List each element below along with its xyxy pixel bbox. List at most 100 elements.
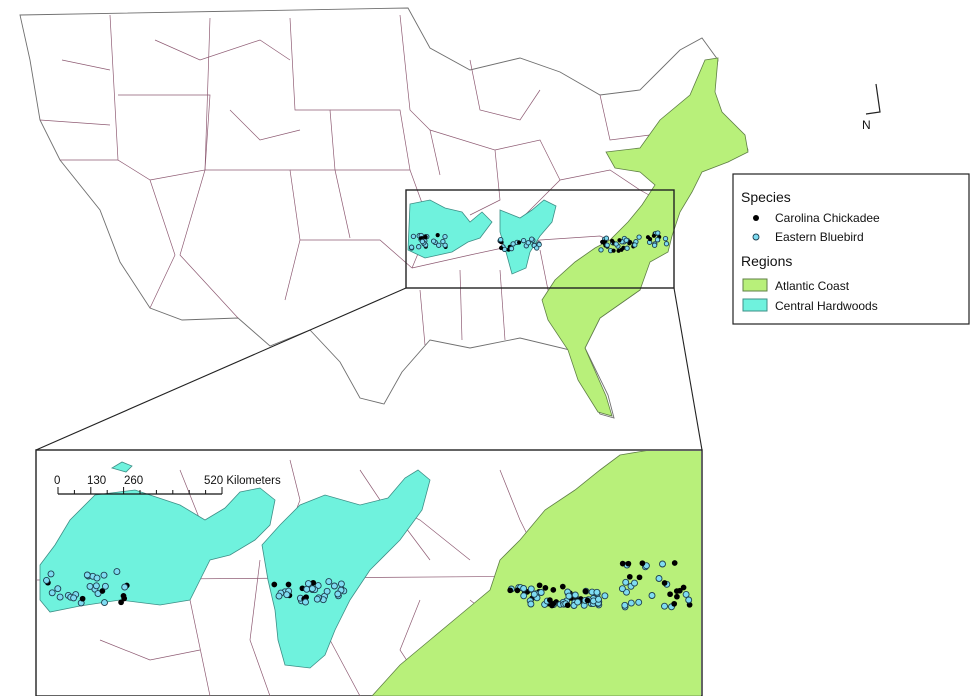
bluebird-point (565, 592, 573, 600)
bluebird-point (101, 599, 108, 607)
bluebird-point (622, 578, 630, 586)
north-arrow-icon: N (862, 83, 881, 132)
bluebird-point (419, 238, 426, 245)
legend-chickadee-label: Carolina Chickadee (775, 211, 880, 225)
bluebird-point (100, 571, 108, 579)
chickadee-point (517, 240, 522, 245)
chickadee-point (671, 560, 678, 566)
chickadee-point (120, 593, 127, 599)
inset-points (43, 560, 693, 611)
study-area-extent-box (405, 189, 675, 289)
bluebird-point (54, 585, 62, 593)
bluebird-point (663, 241, 670, 247)
bluebird-point (94, 590, 102, 598)
bluebird-point (442, 233, 448, 240)
bluebird-point (527, 585, 535, 593)
bluebird-point (530, 590, 538, 598)
bluebird-point (498, 236, 504, 243)
bluebird-point (520, 585, 528, 592)
bluebird-point (621, 601, 629, 609)
chickadee-point (514, 587, 521, 594)
chickadee-point (584, 597, 591, 604)
legend-bluebird-label: Eastern Bluebird (775, 230, 864, 244)
chickadee-point (680, 584, 687, 591)
bluebird-point (275, 592, 283, 600)
bluebird-point (430, 238, 437, 244)
legend-hardwoods-label: Central Hardwoods (775, 299, 878, 313)
bluebird-point (631, 579, 638, 587)
chickadee-point (118, 599, 124, 606)
chickadee-point (423, 234, 428, 240)
bluebird-point (308, 585, 316, 593)
bluebird-point (655, 575, 663, 582)
scale-bar: 0 130 260 520 Kilometers (54, 475, 281, 495)
callout-line-right (673, 287, 703, 451)
chickadee-point (648, 237, 653, 242)
us-overview-map (19, 7, 749, 419)
chickadee-point (542, 585, 549, 591)
bluebird-point (440, 238, 446, 245)
bluebird-point (416, 244, 422, 250)
region-atlantic-coast (541, 57, 749, 417)
bluebird-point (510, 241, 516, 247)
bluebird-point (603, 235, 610, 241)
bluebird-point (593, 588, 601, 596)
legend-atlantic-label: Atlantic Coast (775, 279, 850, 293)
scale-label-130: 130 (87, 475, 106, 487)
north-label: N (862, 118, 871, 132)
bluebird-point (655, 230, 661, 236)
bluebird-point (571, 591, 579, 599)
chickadee-point (611, 248, 616, 253)
chickadee-point (617, 238, 622, 243)
bluebird-point (325, 578, 333, 586)
bluebird-point (92, 582, 100, 590)
legend-bluebird-symbol (752, 233, 760, 241)
chickadee-point (271, 581, 278, 588)
bluebird-point (323, 587, 331, 595)
legend-atlantic-swatch (742, 278, 768, 292)
bluebird-point (83, 571, 91, 579)
chickadee-point (619, 247, 624, 252)
chickadee-point (559, 583, 566, 590)
chickadee-point (547, 597, 553, 603)
chickadee-point (636, 574, 643, 581)
bluebird-point (304, 580, 312, 588)
callout-line-left (35, 287, 407, 451)
legend-species-title: Species (741, 189, 791, 205)
bluebird-point (595, 595, 602, 603)
legend: Species Carolina Chickadee Eastern Blueb… (732, 173, 970, 325)
bluebird-point (648, 592, 656, 599)
bluebird-point (604, 242, 610, 248)
bluebird-point (508, 245, 515, 252)
bluebird-point (48, 589, 56, 597)
chickadee-point (285, 581, 292, 588)
bluebird-point (618, 585, 626, 593)
chickadee-point (651, 233, 656, 238)
chickadee-point (499, 245, 504, 251)
bluebird-point (121, 583, 129, 591)
bluebird-point (436, 242, 442, 248)
bluebird-point (601, 592, 609, 600)
bluebird-point (303, 585, 311, 593)
bluebird-point (520, 592, 528, 600)
chickadee-point (671, 600, 678, 607)
bluebird-point (113, 568, 121, 576)
bluebird-point (410, 233, 417, 240)
chickadee-point (610, 238, 615, 243)
bluebird-point (661, 602, 668, 610)
chickadee-point (550, 587, 557, 593)
bluebird-point (101, 582, 109, 590)
bluebird-point (685, 596, 693, 604)
chickadee-point (79, 595, 86, 602)
chickadee-point (625, 560, 632, 567)
region-central-hardwoods-west (407, 199, 493, 259)
chickadee-point (639, 560, 646, 567)
bluebird-point (682, 590, 690, 598)
legend-frame (732, 173, 970, 325)
bluebird-point (537, 589, 545, 596)
chickadee-point (549, 602, 555, 609)
bluebird-point (283, 591, 291, 599)
bluebird-point (520, 237, 527, 244)
chickadee-point (667, 591, 673, 598)
chickadee-point (564, 602, 571, 609)
